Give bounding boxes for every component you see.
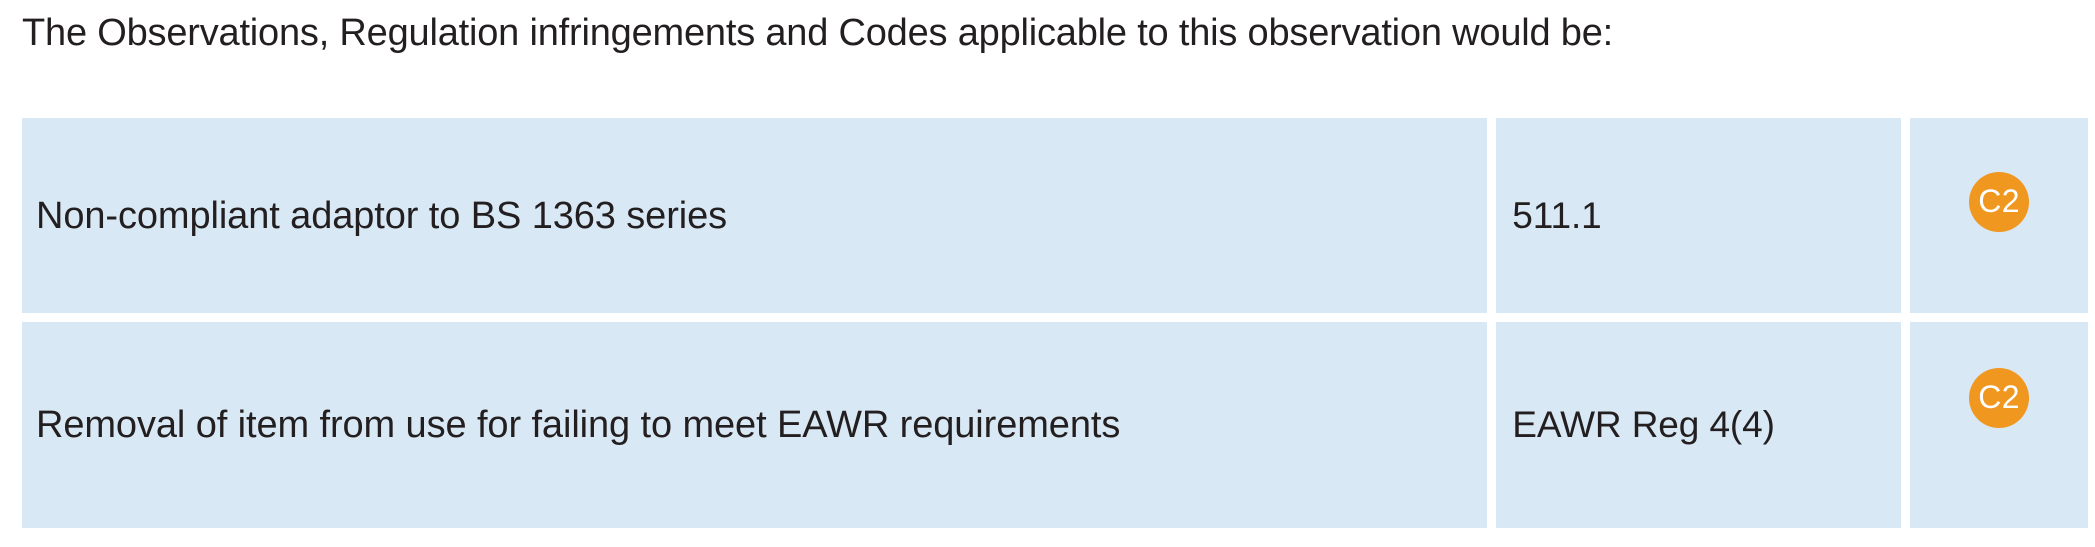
observation-cell: Non-compliant adaptor to BS 1363 series <box>22 118 1488 313</box>
observation-text: Non-compliant adaptor to BS 1363 series <box>36 194 728 237</box>
code-label: C2 <box>1978 379 2020 415</box>
regulation-cell: 511.1 <box>1496 118 1902 313</box>
table-row: Non-compliant adaptor to BS 1363 series … <box>22 118 2088 313</box>
page-title: The Observations, Regulation infringemen… <box>22 12 1614 54</box>
code-cell: C2 <box>1910 118 2088 313</box>
code-cell: C2 <box>1910 322 2088 528</box>
status-badge: C2 <box>1969 368 2030 428</box>
observations-table: Non-compliant adaptor to BS 1363 series … <box>22 118 2088 528</box>
observation-text: Removal of item from use for failing to … <box>36 404 1121 446</box>
status-badge: C2 <box>1969 172 2030 232</box>
code-label: C2 <box>1978 183 2020 219</box>
observation-cell: Removal of item from use for failing to … <box>22 322 1488 528</box>
table-row: Removal of item from use for failing to … <box>22 322 2088 528</box>
regulation-text: 511.1 <box>1512 194 1602 236</box>
regulation-cell: EAWR Reg 4(4) <box>1496 322 1902 528</box>
regulation-text: EAWR Reg 4(4) <box>1512 404 1775 445</box>
